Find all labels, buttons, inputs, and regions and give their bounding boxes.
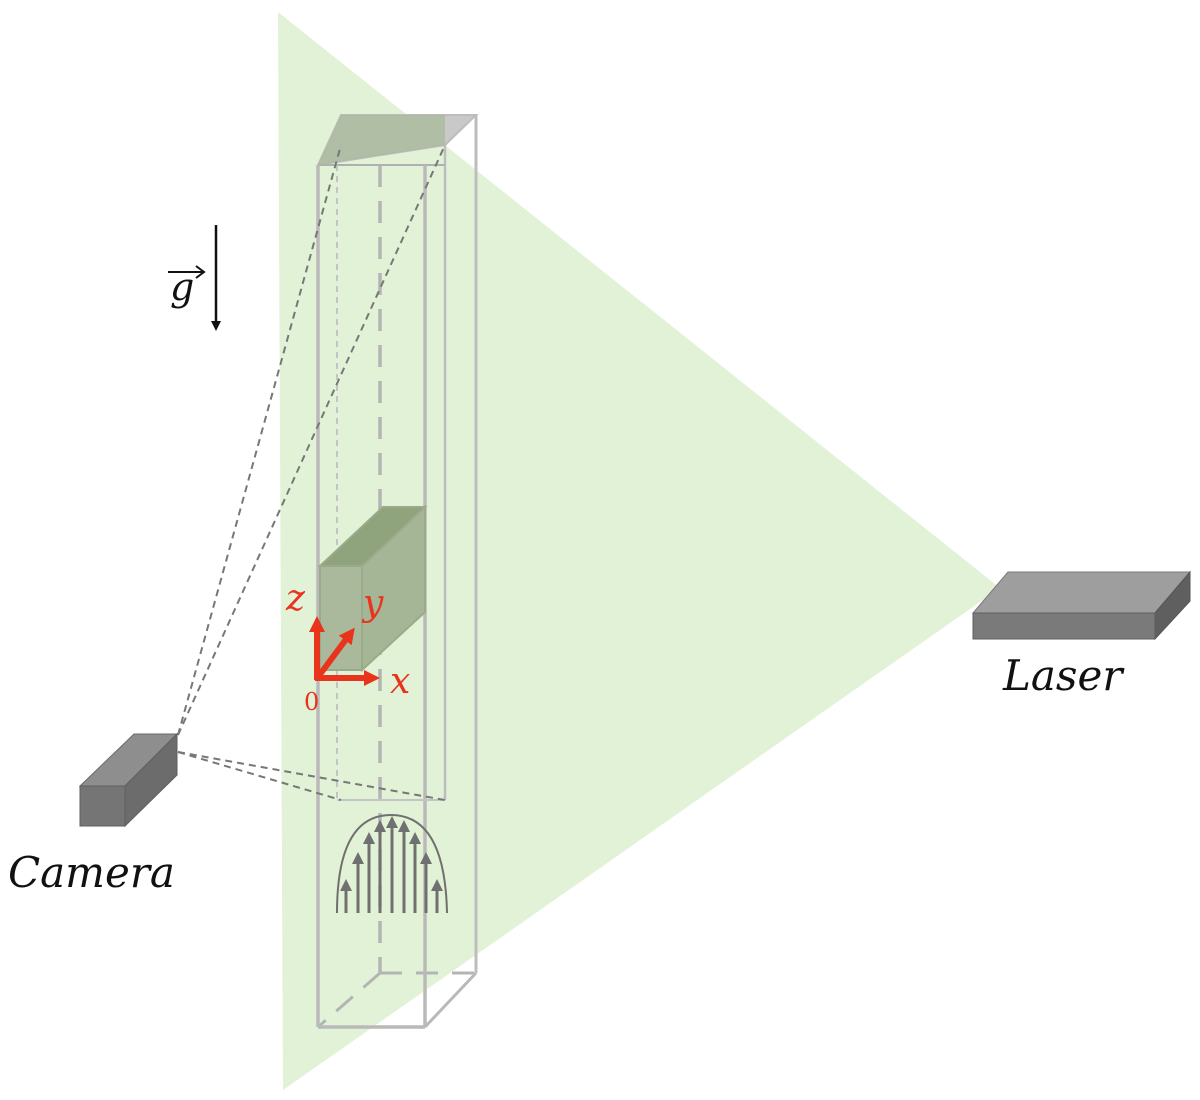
camera-label: Camera: [8, 848, 175, 897]
gravity-label: g: [170, 265, 194, 309]
laser-label: Laser: [1002, 651, 1125, 700]
axis-y-arrow: [315, 627, 355, 679]
gravity-vector-arrowhead: [195, 265, 206, 279]
laser-box-icon: [971, 570, 1192, 641]
camera-box-icon: [78, 732, 179, 828]
origin-label: 0: [304, 688, 319, 716]
camera-field-of-view: [177, 144, 446, 801]
axis-z-label: z: [285, 578, 306, 619]
velocity-profile-icon: [336, 813, 448, 914]
laser-light-sheet: [278, 12, 1000, 1090]
axis-y-label: y: [361, 583, 384, 624]
coordinate-axes: [309, 616, 380, 686]
axis-x-label: x: [390, 661, 410, 702]
